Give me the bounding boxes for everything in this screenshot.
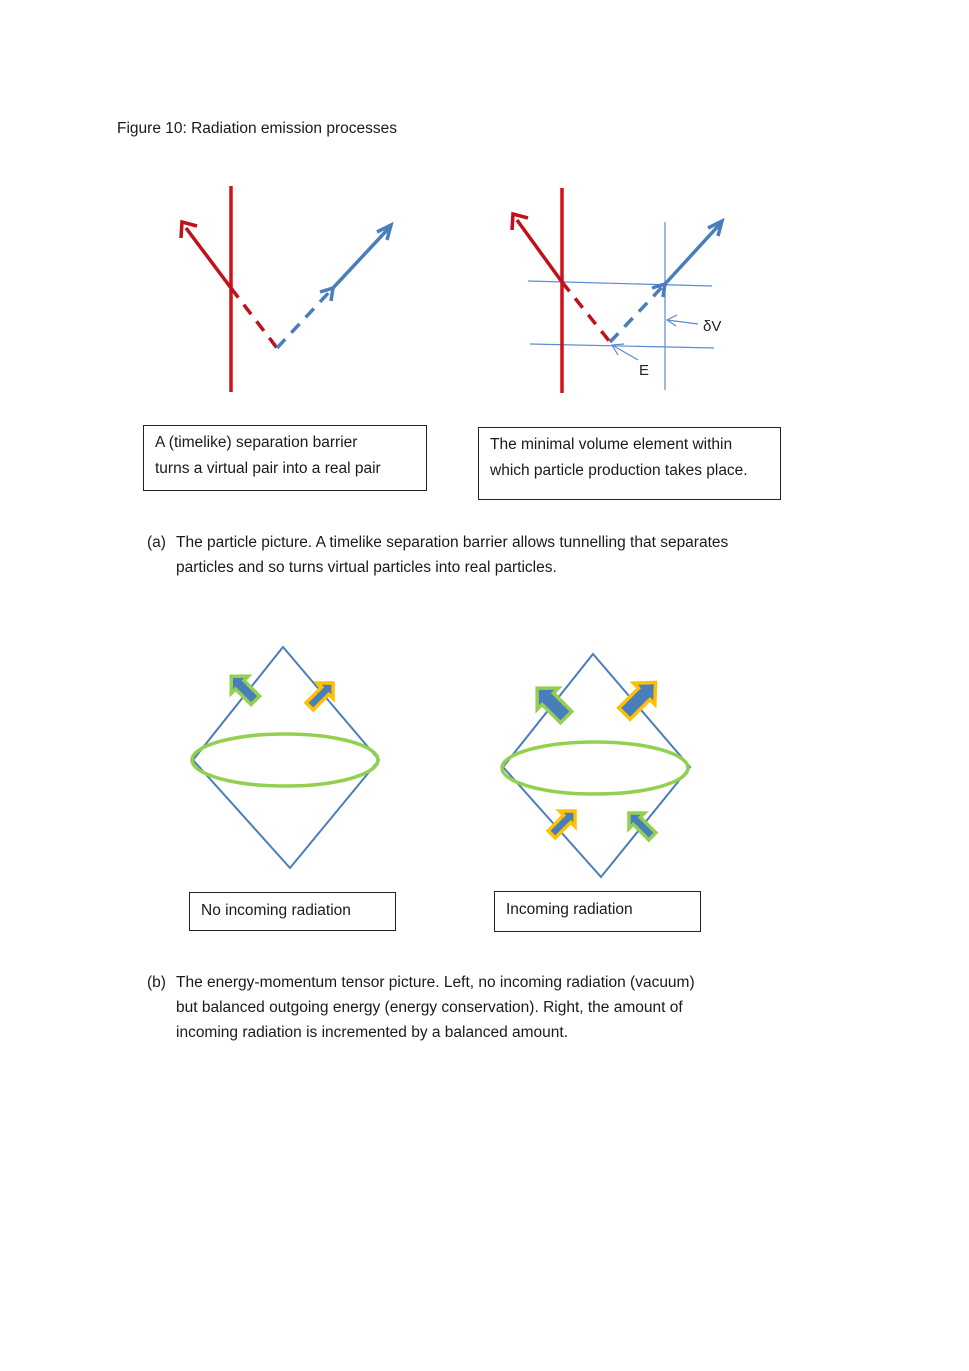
incoming-arrow-right [627, 811, 659, 843]
caption-b-label: (b) [147, 974, 166, 991]
red-real-particle [184, 226, 233, 290]
pair-diagram-left [179, 186, 394, 392]
e-pointer [611, 344, 639, 361]
incoming-arrow-left [545, 809, 577, 841]
caption-line: incoming radiation is incremented by a b… [176, 1024, 569, 1041]
outgoing-arrow-right [616, 680, 658, 722]
caption-line: The energy-momentum tensor picture. Left… [176, 974, 695, 991]
caption-a-text: The particle picture. A timelike separat… [176, 530, 728, 580]
delta-v-pointer-head [665, 314, 678, 327]
light-cone-right [500, 652, 692, 879]
blue-virtual-particle [608, 282, 667, 344]
box-line: The minimal volume element within [490, 436, 733, 453]
delta-v-label: δV [703, 318, 721, 335]
red-arrowhead [510, 211, 529, 231]
energy-ellipse [190, 732, 380, 788]
blue-arrowhead [376, 221, 394, 241]
energy-ellipse [500, 740, 690, 796]
red-virtual-particle [560, 280, 612, 344]
separation-barrier-box: A (timelike) separation barrier turns a … [143, 425, 427, 491]
box-line: turns a virtual pair into a real pair [155, 460, 381, 477]
pair-diagram-right: δV E [510, 188, 725, 393]
caption-b: (b) The energy-momentum tensor picture. … [147, 970, 827, 1048]
caption-line: The particle picture. A timelike separat… [176, 534, 729, 551]
light-cone-left [190, 645, 381, 870]
volume-top-line [527, 280, 713, 287]
caption-line: particles and so turns virtual particles… [176, 559, 557, 576]
box-line: A (timelike) separation barrier [155, 434, 358, 451]
outgoing-arrow-right [303, 681, 335, 713]
cone-diamond [191, 645, 381, 870]
caption-a-label: (a) [147, 534, 166, 551]
e-label: E [639, 362, 649, 379]
caption-a: (a) The particle picture. A timelike sep… [147, 530, 827, 582]
cone-diamond [501, 652, 692, 879]
delta-v-pointer [666, 319, 699, 325]
red-arrowhead [179, 219, 198, 239]
caption-b-text: The energy-momentum tensor picture. Left… [176, 970, 695, 1045]
volume-element-box: The minimal volume element within which … [478, 427, 781, 500]
red-real-particle [515, 218, 564, 284]
blue-arrowhead [707, 217, 725, 237]
blue-real-particle [331, 226, 391, 290]
box-line: which particle production takes place. [490, 462, 748, 479]
incoming-radiation-box: Incoming radiation [494, 891, 701, 932]
red-virtual-particle [229, 286, 279, 350]
outgoing-arrow-left [229, 674, 263, 708]
outgoing-arrow-left [535, 686, 575, 726]
blue-real-particle [663, 222, 722, 286]
blue-virtual-particle [275, 286, 335, 350]
e-pointer-head [610, 343, 625, 356]
figure-title: Figure 10: Radiation emission processes [117, 120, 397, 137]
no-incoming-radiation-box: No incoming radiation [189, 892, 396, 931]
caption-line: but balanced outgoing energy (energy con… [176, 999, 683, 1016]
